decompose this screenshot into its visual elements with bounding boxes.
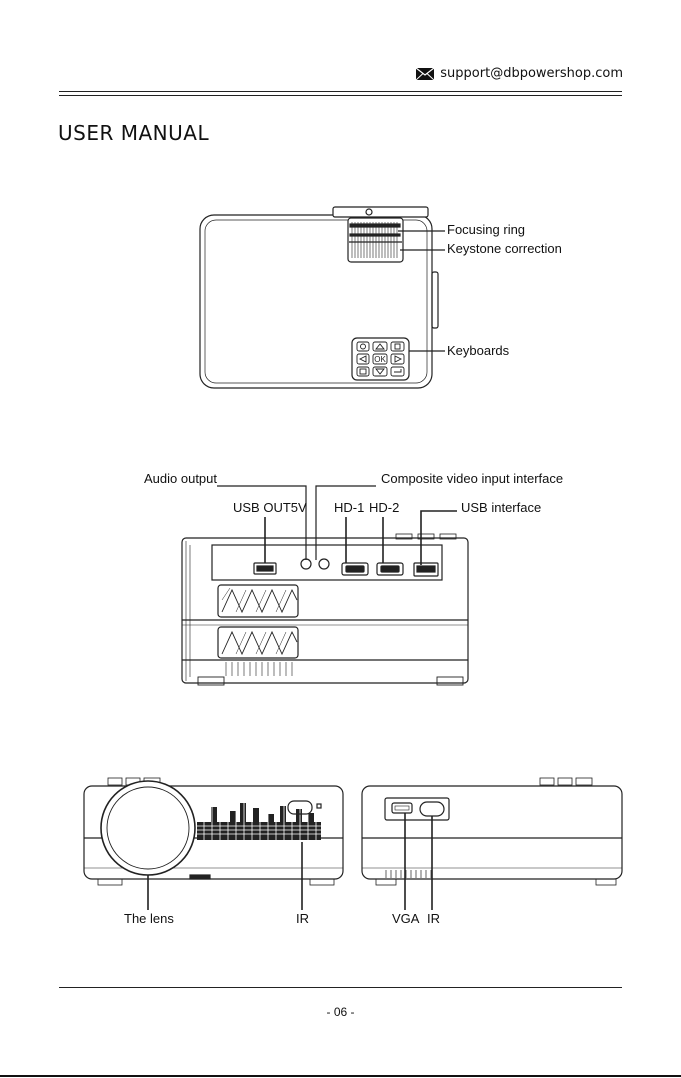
- projector-side-view: [362, 778, 622, 910]
- hd2-label: HD-2: [369, 500, 399, 515]
- usb-out-label: USB OUT5V: [233, 500, 307, 515]
- composite-video-label: Composite video input interface: [381, 471, 563, 486]
- ir-side-label: IR: [427, 911, 440, 926]
- ok-key-label: OK: [374, 355, 386, 364]
- focusing-ring-label: Focusing ring: [447, 222, 525, 237]
- footer-rule: [59, 987, 622, 988]
- keystone-correction-label: Keystone correction: [447, 241, 562, 256]
- hd1-label: HD-1: [334, 500, 364, 515]
- audio-output-label: Audio output: [144, 471, 217, 486]
- page-bottom-edge: [0, 1075, 681, 1077]
- usb-interface-label: USB interface: [461, 500, 541, 515]
- page-number: - 06 -: [0, 1005, 681, 1019]
- ir-front-label: IR: [296, 911, 309, 926]
- projector-back-view: [182, 486, 468, 685]
- lens-label: The lens: [124, 911, 174, 926]
- projector-front-view: [84, 778, 343, 910]
- keyboards-label: Keyboards: [447, 343, 509, 358]
- vga-label: VGA: [392, 911, 419, 926]
- projector-top-view: [200, 207, 445, 388]
